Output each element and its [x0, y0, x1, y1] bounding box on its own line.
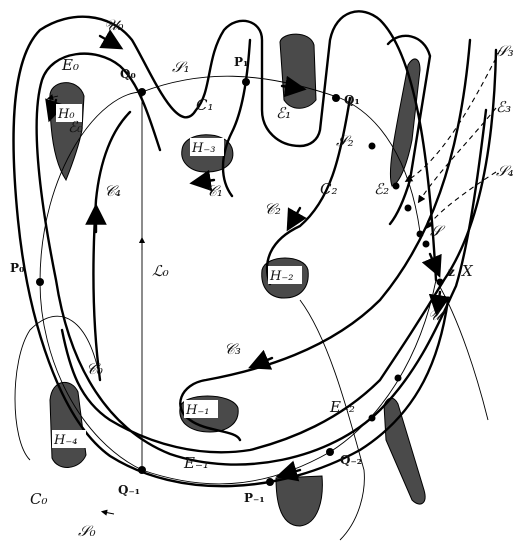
label-s0: 𝒮₀ — [78, 522, 96, 540]
hole-label-box-h-1 — [184, 400, 218, 418]
pointer-s4 — [425, 171, 497, 230]
arrow-ccal1 — [189, 169, 216, 192]
curve-u0-inner — [35, 52, 488, 466]
pointer-e3 — [417, 107, 497, 204]
label-ecal1: ℰ₁ — [276, 104, 291, 122]
hole-label-box-h-3 — [190, 138, 224, 156]
label-q-1: Q₋₁ — [118, 483, 140, 497]
point-c — [422, 240, 430, 248]
label-e-2: E₋₂ — [329, 398, 355, 416]
point-b — [416, 230, 424, 238]
curve-c3 — [179, 38, 472, 442]
label-c0: C₀ — [30, 490, 48, 508]
point-z — [436, 278, 444, 286]
hole-bottom — [275, 475, 323, 527]
label-ucal: 𝒰 — [428, 306, 446, 324]
hole-label-h-4: H₋₄ — [53, 433, 77, 448]
hole-label-h-1: H₋₁ — [185, 403, 209, 418]
hole-label-box-h-2 — [268, 266, 302, 284]
label-c2: C₂ — [320, 180, 338, 198]
label-p-1: P₋₁ — [244, 491, 265, 505]
point-q1 — [332, 94, 340, 102]
hole-label-h-3: H₋₃ — [191, 141, 215, 156]
label-s1: 𝒮₁ — [172, 58, 190, 76]
point-q-2 — [326, 448, 334, 456]
hole-label-box-h0 — [56, 104, 82, 122]
label-p0: P₀ — [10, 261, 24, 275]
circle-arc-upper — [39, 75, 421, 283]
arrow-ecal1 — [280, 75, 307, 98]
hole-label-box-h-4 — [52, 430, 86, 448]
label-q1: Q₁ — [344, 93, 360, 107]
label-ecal2: ℰ₂ — [374, 180, 389, 198]
point-p0 — [36, 278, 44, 286]
label-e0: E₀ — [61, 56, 79, 74]
arrow-s0 — [100, 509, 115, 516]
hole-label-h0: H₀ — [57, 107, 75, 122]
label-ccal2: 𝒞₂ — [264, 200, 281, 218]
label-s4: 𝒮₄ — [496, 162, 514, 180]
point-q-1 — [138, 466, 146, 474]
label-z: z — [448, 265, 455, 279]
arrow-s — [421, 252, 442, 278]
label-s3: 𝒮₃ — [496, 42, 514, 60]
label-q-2: Q₋₂ — [340, 453, 362, 467]
hole-bottom-right — [383, 397, 426, 505]
curve-c1 — [221, 38, 252, 198]
label-p1: P₁ — [234, 55, 248, 69]
label-c1: C₁ — [196, 96, 214, 114]
hole-right-top — [279, 33, 317, 109]
label-ccal0: 𝒞₀ — [86, 360, 103, 378]
point-p-1 — [266, 478, 274, 486]
label-e-1: E₋₁ — [183, 454, 209, 472]
point-a — [404, 204, 412, 212]
point-e2 — [392, 182, 400, 190]
arrow-ucal — [428, 290, 451, 317]
label-l0: ℒ₀ — [152, 262, 169, 280]
arrow-e0-thin — [46, 94, 59, 101]
label-u0: 𝒰₀ — [104, 16, 124, 34]
label-e3: ℰ₃ — [496, 98, 511, 116]
hole-label-h-2: H₋₂ — [269, 269, 293, 284]
point-e — [394, 374, 402, 382]
pointer-s3 — [404, 49, 501, 183]
label-q0: Q₀ — [120, 67, 136, 81]
point-s2 — [368, 142, 376, 150]
arrow-ccal3 — [248, 349, 274, 370]
point-d — [368, 414, 376, 422]
arrow-u0 — [98, 29, 124, 50]
arrow-ecal0 — [45, 98, 66, 123]
label-ccal3: 𝒞₃ — [224, 340, 241, 358]
curve-u0-outer — [12, 10, 450, 488]
right-wisp — [435, 279, 489, 421]
arrow-ccal2 — [286, 206, 307, 232]
curve-right-loop — [386, 34, 432, 226]
curve-s — [60, 48, 498, 454]
left-thin-loop — [14, 315, 101, 461]
arrow-bottom — [275, 460, 302, 482]
circle-arc-lower — [39, 279, 437, 485]
label-ccal4: 𝒞₄ — [104, 182, 121, 200]
lower-wisp — [299, 299, 365, 541]
point-p1 — [242, 78, 250, 86]
label-s2: 𝒮₂ — [336, 132, 354, 150]
label-s: 𝒮 — [430, 222, 446, 240]
label-ccal1: 𝒞₁ — [206, 182, 223, 200]
curve-c4 — [92, 110, 132, 382]
curve-c2 — [265, 96, 352, 286]
point-q0 — [138, 88, 146, 96]
label-ecal0: ℰ₀ — [68, 118, 83, 136]
hole-diagonal — [389, 58, 421, 187]
label-x-mark: X — [461, 262, 474, 280]
